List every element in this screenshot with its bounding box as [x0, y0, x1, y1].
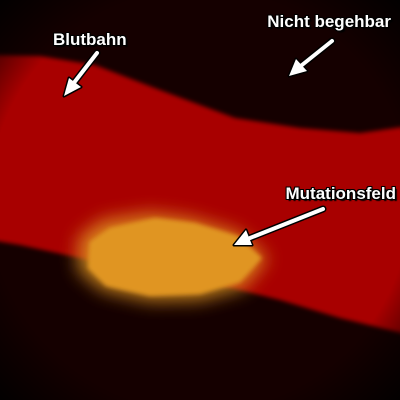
label-bloodstream: Blutbahn: [53, 30, 127, 49]
label-impassable: Nicht begehbar: [267, 12, 391, 31]
arrow-bloodstream-icon: [62, 49, 101, 98]
arrow-impassable-icon: [287, 37, 336, 78]
label-mutation-field: Mutationsfeld: [285, 184, 397, 203]
arrow-mutation-field-icon: [232, 205, 327, 247]
